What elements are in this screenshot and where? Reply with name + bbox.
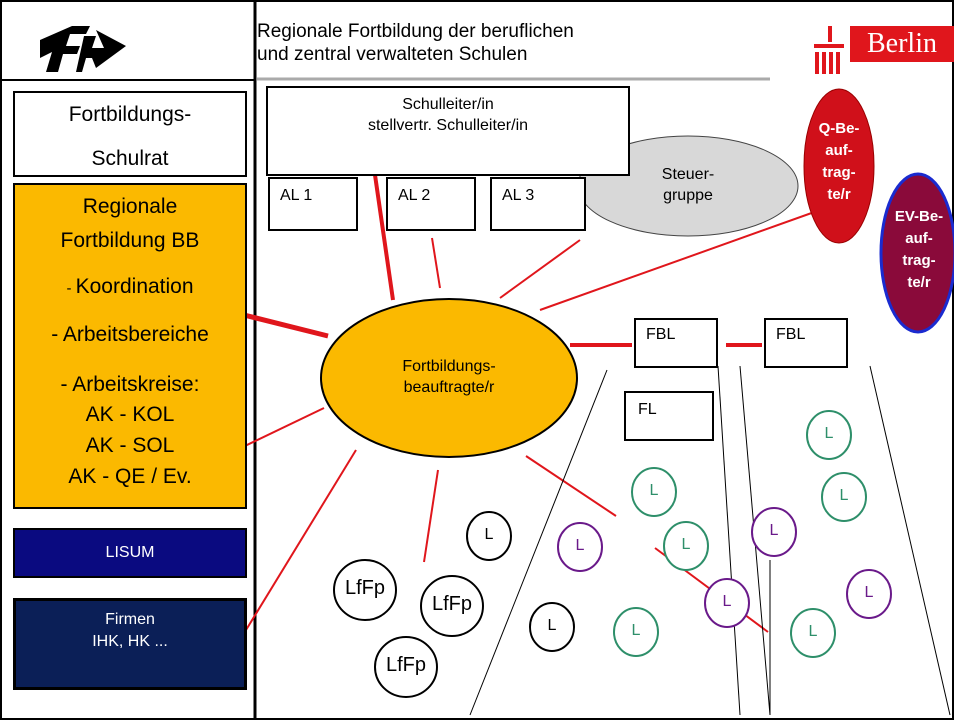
- al3-box: AL 3: [490, 177, 586, 231]
- firmen-line1: Firmen: [105, 611, 155, 628]
- link-al2: [431, 237, 441, 289]
- evbe-line3: trag-: [902, 252, 936, 269]
- l-node: L: [649, 482, 659, 499]
- arbeitsbereiche-line: - Arbeitsbereiche: [51, 323, 209, 346]
- q-beauftragte-label: Q-Be- auf- trag- te/r: [804, 118, 874, 206]
- qbe-line4: te/r: [827, 186, 851, 203]
- link-lffp: [423, 469, 439, 563]
- schulleiter-line2: stellvertr. Schulleiter/in: [367, 117, 529, 134]
- firmen-line2: IHK, HK ...: [92, 633, 168, 650]
- regional-line2: Fortbildung BB: [60, 229, 200, 252]
- evbe-line4: te/r: [907, 274, 931, 291]
- lisum-label: LISUM: [105, 544, 155, 561]
- al1-label: AL 1: [280, 187, 313, 204]
- fbl2-box: FBL: [764, 318, 848, 368]
- evbe-line1: EV-Be-: [894, 208, 944, 225]
- rf-logo-icon: [40, 26, 126, 72]
- schulleiter-line1: Schulleiter/in: [402, 96, 494, 113]
- ak-sol-line: AK - SOL: [85, 434, 175, 457]
- l-node: L: [484, 526, 494, 543]
- header-title-line2: und zentral verwalteten Schulen: [257, 44, 528, 65]
- l-node: L: [769, 522, 779, 539]
- link-firmen: [245, 449, 357, 631]
- schulrat-line2: Schulrat: [91, 147, 169, 170]
- l-circles: [466, 410, 892, 658]
- berlin-columns-icon: [814, 26, 844, 74]
- regional-line1: Regionale: [82, 195, 178, 218]
- steuer-line1: Steuer-: [661, 166, 715, 183]
- al3-label: AL 3: [502, 187, 535, 204]
- lffp-node: LfFp: [431, 593, 473, 615]
- red-connectors: [223, 167, 821, 633]
- arbeitskreise-line: - Arbeitskreise:: [60, 373, 200, 396]
- header-title-line1: Regionale Fortbildung der beruflichen: [257, 21, 574, 42]
- steuer-line2: gruppe: [663, 187, 713, 204]
- l-node: L: [722, 593, 732, 610]
- al2-label: AL 2: [398, 187, 431, 204]
- ev-beauftragte-shape: [879, 172, 954, 334]
- link-koordination: [239, 311, 329, 339]
- berlin-logo: Berlin: [812, 26, 954, 66]
- steuergruppe-label: Steuer- gruppe: [640, 164, 736, 206]
- qbe-line2: auf-: [825, 142, 853, 159]
- l-node: L: [631, 622, 641, 639]
- lffp-node: LfFp: [344, 577, 386, 599]
- l-node: L: [824, 425, 834, 442]
- koordination-line: - Koordination: [15, 275, 245, 299]
- lffp-node: LfFp: [385, 654, 427, 676]
- link-al3: [499, 239, 581, 299]
- ak-qe-line: AK - QE / Ev.: [68, 465, 192, 488]
- regionale-fortbildung-box: Regionale Fortbildung BB - Koordination …: [13, 183, 247, 509]
- header-title: Regionale Fortbildung der beruflichen un…: [257, 20, 574, 66]
- link-qbe: [539, 209, 821, 311]
- berlin-label: Berlin: [850, 26, 954, 62]
- link-schulleiter: [372, 167, 395, 301]
- l-node: L: [808, 623, 818, 640]
- qbe-line1: Q-Be-: [818, 120, 860, 137]
- l-node: L: [575, 537, 585, 554]
- lisum-box: LISUM: [13, 528, 247, 578]
- fbl1-box: FBL: [634, 318, 718, 368]
- lffp-circles: [333, 559, 484, 698]
- fl-box: FL: [624, 391, 714, 441]
- ak-kol-line: AK - KOL: [85, 403, 175, 426]
- l-node: L: [864, 584, 874, 601]
- schulleiter-box: Schulleiter/in stellvertr. Schulleiter/i…: [266, 86, 630, 176]
- l-node: L: [681, 536, 691, 553]
- firmen-box: Firmen IHK, HK ...: [13, 598, 247, 690]
- al1-box: AL 1: [268, 177, 358, 231]
- fortbildungsbeauftragte-label: Fortbildungs- beauftragte/r: [369, 356, 529, 398]
- koordination-dash: -: [66, 280, 76, 297]
- q-beauftragte-shape: [803, 88, 875, 244]
- link-l-area: [525, 455, 617, 517]
- koordination-text: Koordination: [75, 275, 194, 298]
- qbe-line3: trag-: [822, 164, 856, 181]
- fbl1-label: FBL: [646, 326, 676, 343]
- evbe-line2: auf-: [905, 230, 933, 247]
- l-node: L: [839, 487, 849, 504]
- fortbildungsbeauftragte-shape: [320, 298, 578, 458]
- fbb-line1: Fortbildungs-: [402, 358, 496, 375]
- schulrat-line1: Fortbildungs-: [68, 103, 192, 126]
- al2-box: AL 2: [386, 177, 476, 231]
- ev-beauftragte-label: EV-Be- auf- trag- te/r: [884, 206, 954, 294]
- fbb-line2: beauftragte/r: [403, 379, 495, 396]
- fl-label: FL: [638, 401, 657, 418]
- fbl2-label: FBL: [776, 326, 806, 343]
- l-node: L: [547, 617, 557, 634]
- fortbildungs-schulrat-box: Fortbildungs- Schulrat: [13, 91, 247, 177]
